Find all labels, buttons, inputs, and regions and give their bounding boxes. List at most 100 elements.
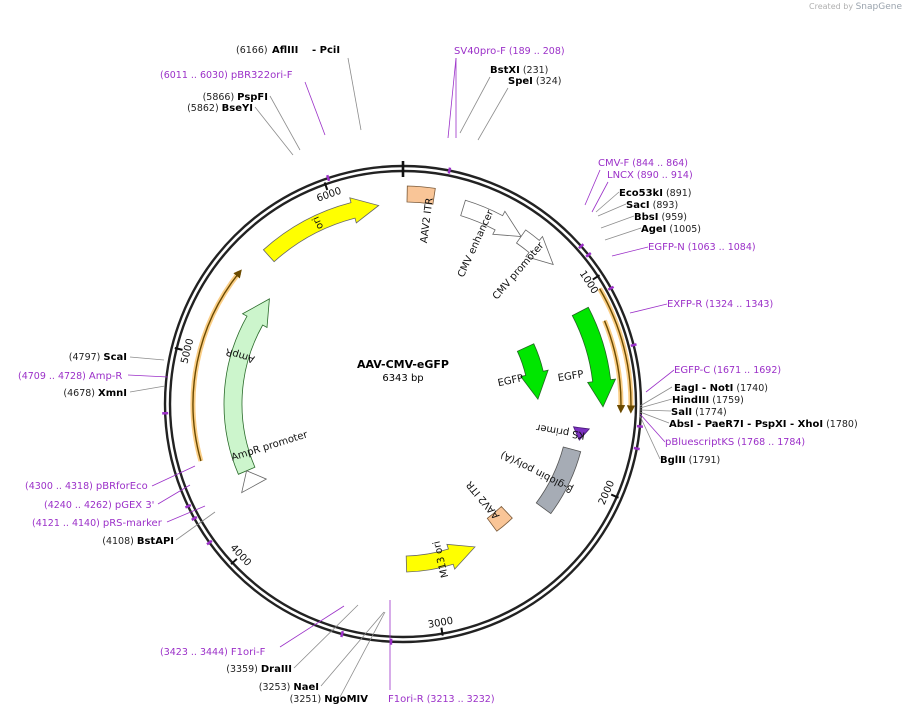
primer-site-mark [630,343,637,348]
leader-line [304,81,326,136]
tick-mark [592,274,601,281]
m13-ori-arc[interactable] [405,543,476,573]
svg-text:SV40pro-F (189 .. 208): SV40pro-F (189 .. 208) [454,46,565,57]
leader-line [639,411,670,424]
site-eco53ki[interactable]: Eco53kI (891) [619,188,692,199]
primer-prs-marker[interactable]: (4121 .. 4140) pRS-marker [32,518,163,529]
svg-text:(6011 .. 6030) pBR322ori-F: (6011 .. 6030) pBR322ori-F [160,70,293,81]
ampr-promoter-arc[interactable] [241,470,268,494]
svg-text:(3253) NaeI: (3253) NaeI [259,682,319,693]
created-by-text: Created by [809,2,854,11]
primer-egfp-c[interactable]: EGFP-C (1671 .. 1692) [674,365,781,376]
site-bstxi[interactable]: BstXI (231) [490,65,548,76]
primer-site-mark [326,174,331,182]
leader-line [151,465,196,487]
site-bbsi[interactable]: BbsI (959) [634,212,687,223]
svg-text:- PciI: - PciI [312,45,340,56]
svg-text:Eco53kI (891): Eco53kI (891) [619,188,692,199]
orf-ampr-outer [192,269,242,462]
site-hindiii[interactable]: HindIII (1759) [672,395,744,406]
leader-line [639,415,661,460]
ampr-arc[interactable] [223,298,270,475]
svg-text:BbsI (959): BbsI (959) [634,212,687,223]
leader-line [639,398,673,409]
site-eagi-noti[interactable]: EagI - NotI (1740) [674,383,768,394]
leader-line [166,505,206,523]
svg-text:(3359) DraIII: (3359) DraIII [226,664,292,675]
snapgene-brand: Created by SnapGene [809,2,902,12]
leader-line [157,484,191,505]
primer-amp-r[interactable]: (4709 .. 4728) Amp-R [18,371,122,382]
site-pcii[interactable]: - PciI [312,45,340,56]
svg-text:F1ori-R (3213 .. 3232): F1ori-R (3213 .. 3232) [388,694,495,705]
cmv-promoter-arc[interactable] [515,229,554,266]
leader-line [129,356,165,361]
leader-line [584,169,601,206]
site-scai[interactable]: (4797) ScaI [69,352,127,363]
leader-line [600,215,635,229]
site-pspfi[interactable]: (5866) PspFI [203,92,268,103]
svg-text:(5866) PspFI: (5866) PspFI [203,92,268,103]
leader-line [595,191,620,213]
site-naei[interactable]: (3253) NaeI [259,682,319,693]
site-bglii[interactable]: BglII (1791) [660,455,720,466]
primer-pbluescriptks[interactable]: pBluescriptKS (1768 .. 1784) [665,437,805,448]
site-bseyi[interactable]: (5862) BseYI [187,103,253,114]
leader-line [639,413,666,443]
ks-primer-arc[interactable] [572,426,591,441]
site-xmni[interactable]: (4678) XmnI [63,388,127,399]
svg-text:BglII (1791): BglII (1791) [660,455,720,466]
tick-label: 5000 [180,338,197,365]
site-absi-xhoi[interactable]: AbsI - PaeR7I - PspXI - XhoI (1780) [669,419,858,430]
primer-site-mark [578,243,585,250]
leader-line [477,87,509,141]
site-draiii[interactable]: (3359) DraIII [226,664,292,675]
orf-egfp-outer [598,288,636,414]
cmv-enhancer-arc[interactable] [460,199,522,237]
aav2-itr-1-arc[interactable] [406,185,436,205]
ori-arc[interactable] [262,197,380,263]
svg-text:BstXI (231): BstXI (231) [490,65,548,76]
egfp-outer-arc[interactable] [571,306,617,408]
primer-site-mark [585,252,592,258]
bglobin-arc[interactable] [535,446,582,515]
leader-line [629,303,668,314]
svg-text:AflIII: AflIII [272,45,298,56]
primer-pbrforeco[interactable]: (4300 .. 4318) pBRforEco [25,481,148,492]
svg-text:(4300 .. 4318) pBRforEco: (4300 .. 4318) pBRforEco [25,481,148,492]
site-afliii[interactable]: AflIII [272,45,298,56]
primer-sv40pro-f[interactable]: SV40pro-F (189 .. 208) [454,46,565,57]
tick-mark [323,182,329,191]
egfp-inner-arc[interactable] [516,343,549,401]
primer-f1ori-f[interactable]: (3423 .. 3444) F1ori-F [160,647,266,658]
cmv-promoter-label: CMV promoter [491,240,547,302]
svg-text:HindIII (1759): HindIII (1759) [672,395,744,406]
site-sali[interactable]: SalI (1774) [671,407,727,418]
svg-text:(4797) ScaI: (4797) ScaI [69,352,127,363]
leader-line [320,611,385,687]
svg-text:CMV-F (844 .. 864): CMV-F (844 .. 864) [598,158,688,169]
svg-text:pBluescriptKS (1768 .. 1784: pBluescriptKS (1768 .. 1784) [665,437,805,448]
orf-egfp-mid [603,320,626,414]
site-saci[interactable]: SacI (893) [626,200,678,211]
site-agei[interactable]: AgeI (1005) [641,224,701,235]
leader-line [279,605,345,648]
primer-cmv-f[interactable]: CMV-F (844 .. 864) [598,158,688,169]
primer-site-mark [447,167,452,174]
primer-pbr322ori-f[interactable]: (6011 .. 6030) pBR322ori-F [160,70,293,81]
svg-text:LNCX (890 .. 914): LNCX (890 .. 914) [607,170,693,181]
ks-primer-label: KS primer [535,421,586,440]
aav2-itr-2-arc[interactable] [486,505,513,532]
leader-line [447,57,457,139]
tick-label: 6000 [315,186,343,205]
primer-egfp-n[interactable]: EGFP-N (1063 .. 1084) [648,242,756,253]
primer-lncx[interactable]: LNCX (890 .. 914) [607,170,693,181]
primer-f1ori-r[interactable]: F1ori-R (3213 .. 3232) [388,694,495,705]
leader-line [459,76,491,134]
primer-exfp-r[interactable]: EXFP-R (1324 .. 1343) [667,299,773,310]
svg-text:(4678) XmnI: (4678) XmnI [63,388,127,399]
site-ngomiv[interactable]: (3251) NgoMIV [290,694,369,705]
site-bstapi[interactable]: (4108) BstAPI [102,536,174,547]
site-spei[interactable]: SpeI (324) [508,76,561,87]
primer-pgex-3-[interactable]: (4240 .. 4262) pGEX 3' [44,500,154,511]
